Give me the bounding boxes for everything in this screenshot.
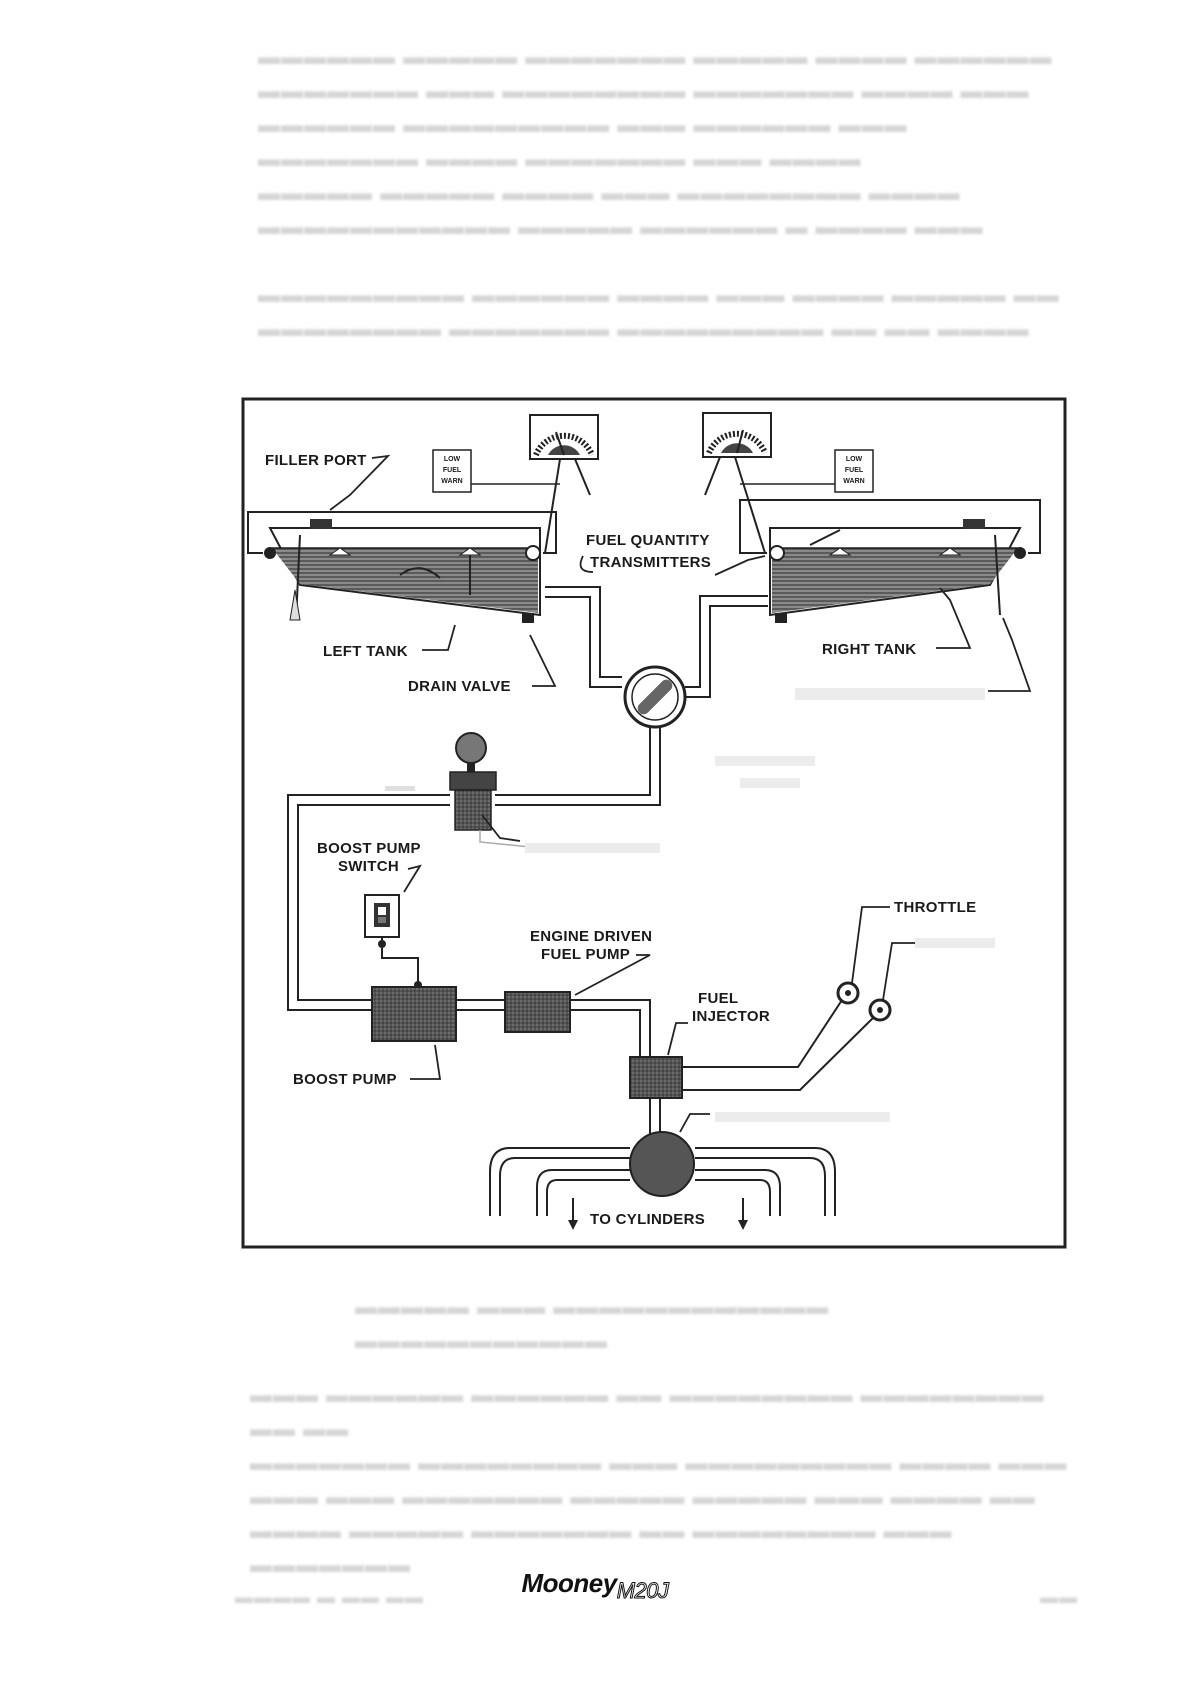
label-fuel-quantity: FUEL QUANTITY — [586, 532, 710, 549]
drain-valve-right — [775, 613, 787, 623]
leader-lines — [329, 454, 1032, 1133]
boost-pump-switch — [364, 894, 400, 948]
low-fuel-warn-left: LOW FUEL WARN — [432, 449, 472, 493]
model-name: M20J — [616, 1578, 669, 1604]
label-boost-pump: BOOST PUMP — [293, 1071, 397, 1088]
faded-footer-right: ▬▬ — [1040, 1587, 1078, 1607]
vent-left — [264, 547, 276, 559]
vent-right — [1014, 547, 1026, 559]
svg-text:FUEL: FUEL — [443, 467, 462, 474]
label-transmitters: TRANSMITTERS — [590, 554, 711, 571]
fuel-lines — [287, 586, 876, 1140]
label-to-cylinders: TO CYLINDERS — [590, 1211, 705, 1228]
svg-text:WARN: WARN — [441, 478, 462, 485]
svg-text:FUEL: FUEL — [845, 467, 864, 474]
label-filler-port: FILLER PORT — [265, 452, 367, 469]
label-boost-pump-switch-2: SWITCH — [338, 858, 399, 875]
svg-text:WARN: WARN — [843, 478, 864, 485]
svg-text:LOW: LOW — [444, 456, 461, 463]
fuel-gauge-right — [702, 412, 772, 458]
transmitter-left — [525, 545, 541, 561]
filler-cap-right — [963, 519, 985, 529]
left-tank — [264, 519, 541, 623]
fuel-injector — [629, 1056, 683, 1099]
svg-text:LOW: LOW — [846, 456, 863, 463]
faded-labels — [385, 688, 995, 1122]
faded-paragraph-top: ▬▬▬▬▬▬ ▬▬▬▬▬ ▬▬▬▬▬▬▬ ▬▬▬▬▬ ▬▬▬▬ ▬▬▬▬▬▬▬▬… — [258, 44, 1053, 239]
right-tank — [769, 519, 1026, 623]
label-fuel-injector-1: FUEL — [698, 990, 738, 1007]
label-throttle: THROTTLE — [894, 899, 976, 916]
diagram-frame — [241, 397, 1067, 1249]
label-left-tank: LEFT TANK — [323, 643, 408, 660]
label-engine-driven-1: ENGINE DRIVEN — [530, 928, 652, 945]
label-fuel-injector-2: INJECTOR — [692, 1008, 770, 1025]
distribution-tubes — [489, 1147, 836, 1216]
fuel-gauge-left — [529, 414, 599, 460]
faded-paragraph-bottom: ▬▬▬ ▬▬▬▬▬▬ ▬▬▬▬▬▬ ▬▬ ▬▬▬▬▬▬▬▬ ▬▬▬▬▬▬▬▬ ▬… — [250, 1382, 1068, 1577]
mixture-knob — [868, 998, 892, 1022]
distribution-manifold — [629, 1131, 695, 1197]
fuel-filter — [449, 732, 497, 831]
label-boost-pump-switch-1: BOOST PUMP — [317, 840, 421, 857]
label-engine-driven-2: FUEL PUMP — [541, 946, 630, 963]
filler-cap-left — [310, 519, 332, 529]
faded-caption: ▬▬▬▬▬ ▬▬▬ ▬▬▬▬▬▬▬▬▬▬▬▬ ▬▬▬▬▬▬▬▬▬▬▬ — [355, 1294, 830, 1353]
boost-pump — [371, 986, 457, 1042]
low-fuel-warn-right: LOW FUEL WARN — [834, 449, 874, 493]
footer: MooneyM20J — [0, 1568, 1190, 1604]
throttle-knob — [836, 981, 860, 1005]
drain-valve-left — [522, 613, 534, 623]
brand-name: Mooney — [521, 1568, 617, 1598]
label-drain-valve: DRAIN VALVE — [408, 678, 511, 695]
fuel-selector-valve — [623, 665, 687, 729]
label-right-tank: RIGHT TANK — [822, 641, 916, 658]
faded-paragraph-second: ▬▬▬▬▬▬▬▬▬ ▬▬▬▬▬▬ ▬▬▬▬ ▬▬▬ ▬▬▬▬ ▬▬▬▬▬ ▬▬▬… — [258, 282, 1060, 341]
faded-footer-left: ▬▬▬▬ ▬ ▬▬ ▬▬ — [235, 1587, 425, 1607]
mooney-logo: MooneyM20J — [521, 1568, 669, 1604]
transmitter-right — [769, 545, 785, 561]
engine-driven-fuel-pump — [504, 991, 571, 1033]
to-cylinders-arrows — [568, 1198, 748, 1230]
